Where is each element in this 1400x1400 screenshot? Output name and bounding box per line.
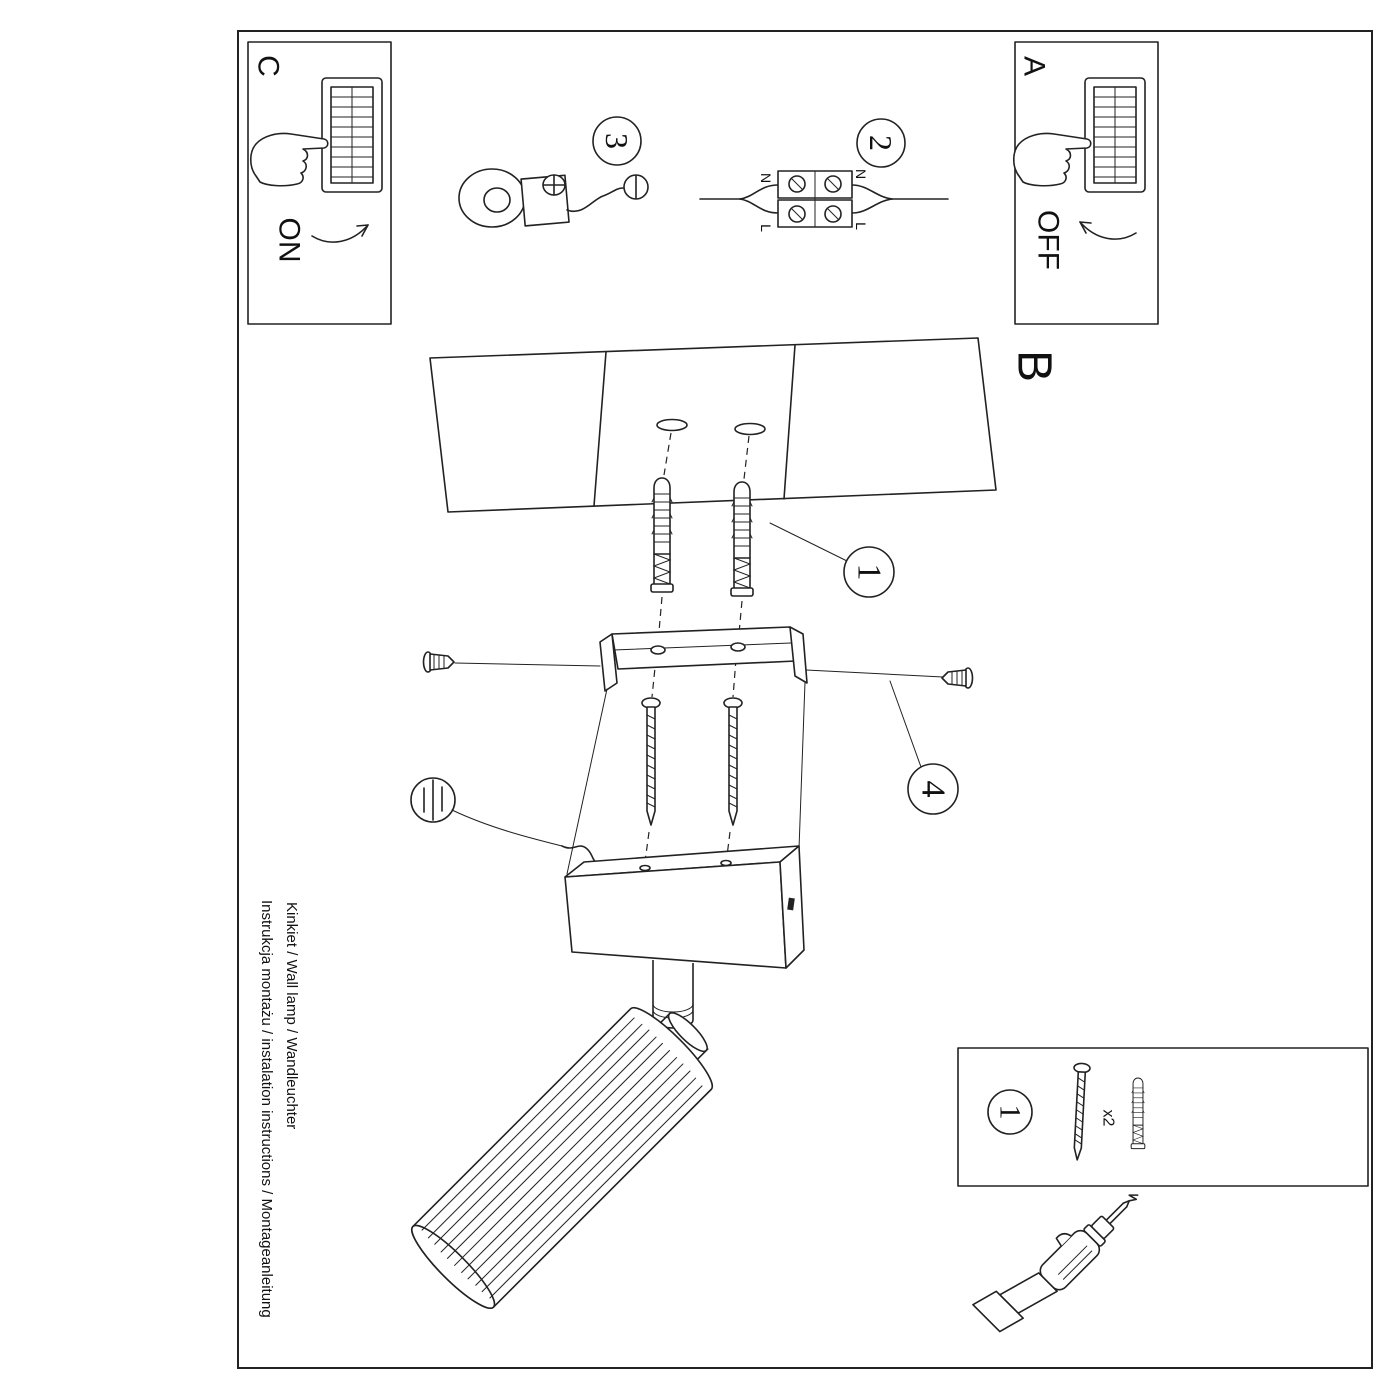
wire-label-l-right: L bbox=[853, 222, 869, 230]
wall-anchor-icon bbox=[650, 477, 674, 593]
panel-a-letter: A bbox=[1018, 56, 1051, 76]
arrow-head bbox=[1079, 221, 1092, 234]
base-slot bbox=[787, 897, 795, 911]
parts-step-1-number: 1 bbox=[994, 1105, 1027, 1120]
panel-c-switch-on: C ON bbox=[247, 41, 392, 325]
lamp-shade bbox=[410, 1006, 714, 1310]
section-b-letter: B bbox=[1008, 350, 1061, 382]
parts-anchor-icon bbox=[1130, 1077, 1146, 1150]
footer-product-name: Kinkiet / Wall lamp / Wandleuchter bbox=[283, 902, 300, 1129]
wire-label-l-left: L bbox=[758, 224, 774, 232]
parts-quantity-label: x2 bbox=[1100, 1110, 1117, 1127]
step3-cable-clamp: 3 bbox=[458, 116, 649, 228]
panel-a-switch-off: A OFF bbox=[1012, 41, 1159, 325]
arrow-curve bbox=[311, 224, 369, 243]
drill-icon bbox=[972, 1194, 1139, 1333]
mounting-bracket bbox=[599, 626, 808, 692]
wire-label-n-left: N bbox=[758, 173, 774, 183]
assembly-leader-lines bbox=[454, 662, 944, 875]
fixing-screws: 4 bbox=[422, 651, 974, 826]
screwdriver-symbol bbox=[410, 777, 601, 865]
wall-anchor-icon bbox=[730, 481, 754, 597]
arrow-curve bbox=[1079, 221, 1137, 240]
panel-a-state: OFF bbox=[1032, 210, 1065, 270]
parts-box: 1 x2 bbox=[957, 1047, 1369, 1187]
shade-neck bbox=[667, 1012, 708, 1053]
bracket-right-foot bbox=[789, 626, 808, 684]
light-switch-icon bbox=[1084, 77, 1146, 193]
lamp-base bbox=[564, 845, 805, 969]
step-1-number: 1 bbox=[851, 564, 888, 581]
step2-terminal-block: N N L L 2 bbox=[699, 118, 949, 232]
wall-surface bbox=[429, 337, 997, 513]
panel-c-letter: C bbox=[252, 55, 285, 77]
base-screw-hole bbox=[720, 859, 732, 867]
step-4-number: 4 bbox=[915, 781, 952, 798]
base-front-face bbox=[564, 861, 787, 969]
bracket-hole bbox=[650, 645, 666, 655]
parts-step-1-badge bbox=[987, 1089, 1033, 1135]
drill-hole bbox=[656, 418, 688, 432]
wall-panel bbox=[429, 337, 997, 513]
step1-wall-plugs: 1 bbox=[650, 477, 895, 598]
step-3-number: 3 bbox=[599, 133, 635, 149]
step-2-number: 2 bbox=[863, 135, 899, 151]
step-2-badge bbox=[856, 118, 906, 168]
arrow-head bbox=[356, 224, 369, 237]
base-screw-hole bbox=[639, 864, 651, 872]
footer-instructions-title: Instrukcja montażu / instalation instruc… bbox=[258, 900, 275, 1318]
parts-screw-icon bbox=[1073, 1062, 1091, 1161]
step-4-badge bbox=[907, 763, 959, 815]
drill-hole bbox=[734, 422, 766, 436]
step-1-badge bbox=[843, 546, 895, 598]
panel-c-state: ON bbox=[273, 218, 306, 263]
cable-wave bbox=[566, 187, 624, 213]
bracket-bar bbox=[611, 626, 797, 670]
bracket-hole bbox=[730, 642, 746, 652]
eyelet-hole bbox=[483, 187, 511, 213]
bracket-left-foot bbox=[599, 633, 618, 692]
light-switch-icon bbox=[321, 77, 383, 193]
step-3-badge bbox=[592, 116, 642, 166]
wire-label-n-right: N bbox=[853, 169, 869, 179]
